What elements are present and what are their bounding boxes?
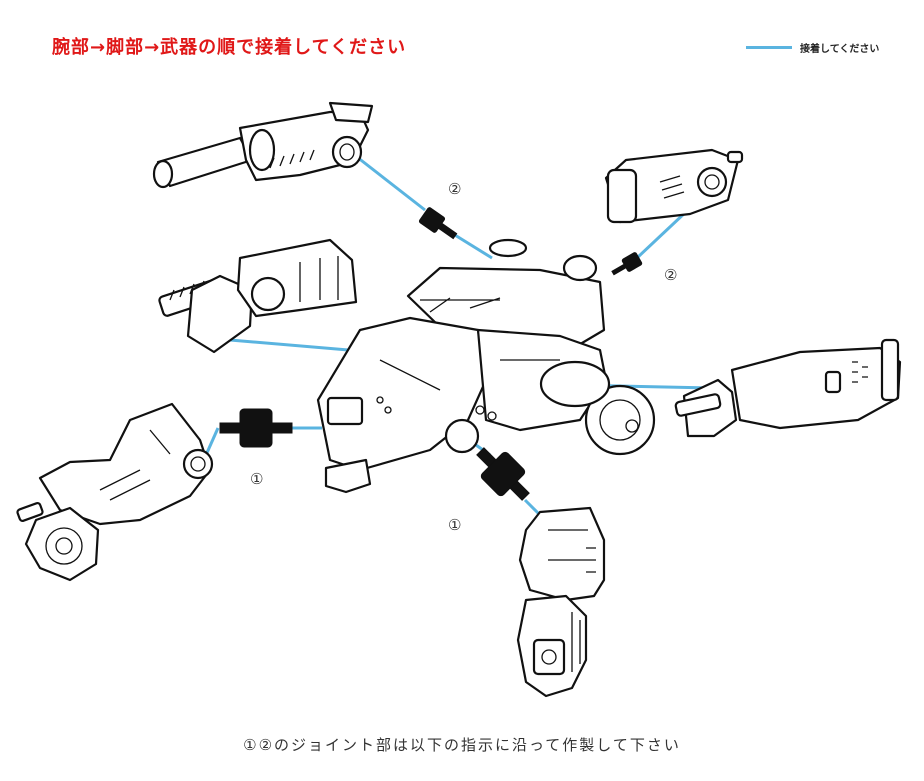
glue-line-top-weapon — [347, 148, 426, 212]
left-leg-part — [16, 402, 214, 582]
main-body-part — [316, 238, 656, 494]
joint-connector-center — [476, 447, 530, 501]
joint-connector-right-top — [611, 252, 643, 276]
joint-marker-right-leg: ① — [448, 516, 462, 534]
joint-connector-left — [219, 408, 293, 448]
joint-marker-left-leg: ① — [250, 470, 264, 488]
right-top-weapon-part — [604, 148, 744, 224]
glue-line-right-top-weapon — [636, 208, 690, 259]
glue-line-top-weapon-2 — [449, 230, 493, 260]
left-arm-weapon-part — [158, 238, 358, 354]
top-weapon-part — [152, 101, 374, 189]
joint-marker-right-top: ② — [664, 266, 678, 284]
legend: 接着してください — [746, 40, 879, 55]
right-arm-weapon-part — [674, 338, 902, 438]
instruction-title: 腕部→脚部→武器の順で接着してください — [52, 37, 407, 58]
legend-glue-line — [746, 46, 792, 49]
right-leg-part — [516, 506, 606, 698]
legend-label: 接着してください — [800, 44, 880, 55]
joint-marker-top: ② — [448, 180, 462, 198]
footer-instruction: ①②のジョイント部は以下の指示に沿って作製して下さい — [243, 736, 681, 754]
joint-connector-top — [418, 207, 458, 240]
joint-connectors — [219, 207, 643, 501]
